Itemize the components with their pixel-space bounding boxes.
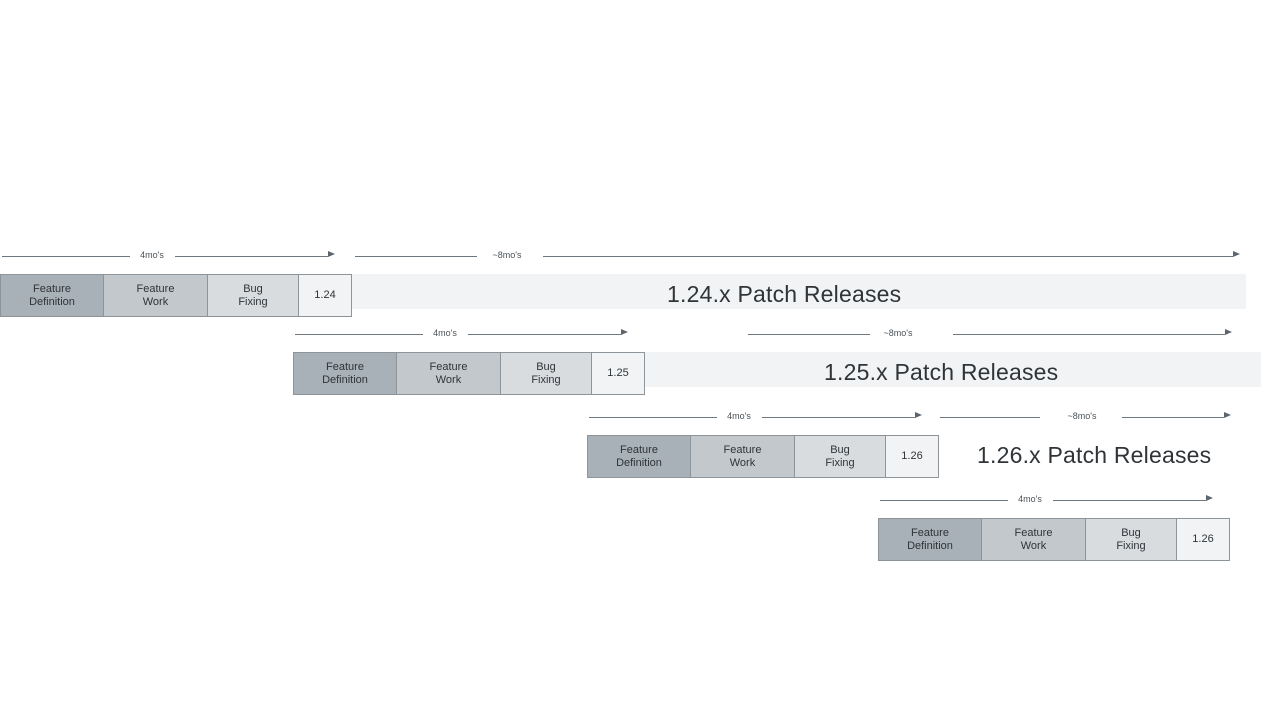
phase-feature-work-1-25[interactable]: Feature Work (397, 352, 501, 395)
measure-patch-1-26: ~8mo's (940, 409, 1232, 427)
version-box-1-25[interactable]: 1.25 (592, 352, 645, 395)
phase-bug-fixing-1-25[interactable]: Bug Fixing (501, 352, 592, 395)
version-box-1-24[interactable]: 1.24 (299, 274, 352, 317)
version-box-1-26[interactable]: 1.26 (886, 435, 939, 478)
measure-development-label-1-26: 4mo's (727, 411, 751, 421)
phase-feature-work-1-26[interactable]: Feature Work (691, 435, 795, 478)
measure-development-1-24: 4mo's (0, 248, 340, 266)
release-row-1-24: 1.24.x Patch Releases 4mo's ~8mo's Featu… (0, 248, 1280, 317)
phase-bug-fixing-1-26[interactable]: Bug Fixing (795, 435, 886, 478)
patch-releases-label-1-26: 1.26.x Patch Releases (977, 442, 1212, 468)
measure-development-label-1-24: 4mo's (140, 250, 164, 260)
measure-development-1-26: 4mo's (587, 409, 927, 427)
release-row-1-26-next: 4mo's Feature Definition Feature Work Bu… (0, 492, 1280, 561)
phase-feature-work-1-24[interactable]: Feature Work (104, 274, 208, 317)
phase-feature-definition-1-26[interactable]: Feature Definition (587, 435, 691, 478)
phase-strip-1-24: Feature Definition Feature Work Bug Fixi… (0, 274, 352, 317)
release-row-1-25: 1.25.x Patch Releases 4mo's ~8mo's Featu… (0, 326, 1280, 395)
phase-strip-1-26-next: Feature Definition Feature Work Bug Fixi… (878, 518, 1230, 561)
version-box-1-26-next[interactable]: 1.26 (1177, 518, 1230, 561)
measure-development-label-1-26-next: 4mo's (1018, 494, 1042, 504)
measure-development-1-25: 4mo's (293, 326, 633, 344)
measure-patch-label-1-26: ~8mo's (1067, 411, 1097, 421)
phase-strip-1-26: Feature Definition Feature Work Bug Fixi… (587, 435, 939, 478)
phase-bug-fixing-1-26-next[interactable]: Bug Fixing (1086, 518, 1177, 561)
phase-feature-definition-1-24[interactable]: Feature Definition (0, 274, 104, 317)
phase-strip-1-25: Feature Definition Feature Work Bug Fixi… (293, 352, 645, 395)
measure-development-1-26-next: 4mo's (878, 492, 1218, 510)
phase-bug-fixing-1-24[interactable]: Bug Fixing (208, 274, 299, 317)
measure-development-label-1-25: 4mo's (433, 328, 457, 338)
measure-patch-1-24: ~8mo's (355, 248, 1240, 266)
measure-patch-1-25: ~8mo's (748, 326, 1233, 344)
phase-feature-work-1-26-next[interactable]: Feature Work (982, 518, 1086, 561)
measure-patch-label-1-25: ~8mo's (883, 328, 913, 338)
phase-feature-definition-1-26-next[interactable]: Feature Definition (878, 518, 982, 561)
measure-patch-label-1-24: ~8mo's (492, 250, 522, 260)
patch-releases-label-1-25: 1.25.x Patch Releases (824, 359, 1059, 385)
patch-releases-label-1-24: 1.24.x Patch Releases (667, 281, 902, 307)
phase-feature-definition-1-25[interactable]: Feature Definition (293, 352, 397, 395)
release-row-1-26: 1.26.x Patch Releases 4mo's ~8mo's Featu… (0, 409, 1280, 478)
